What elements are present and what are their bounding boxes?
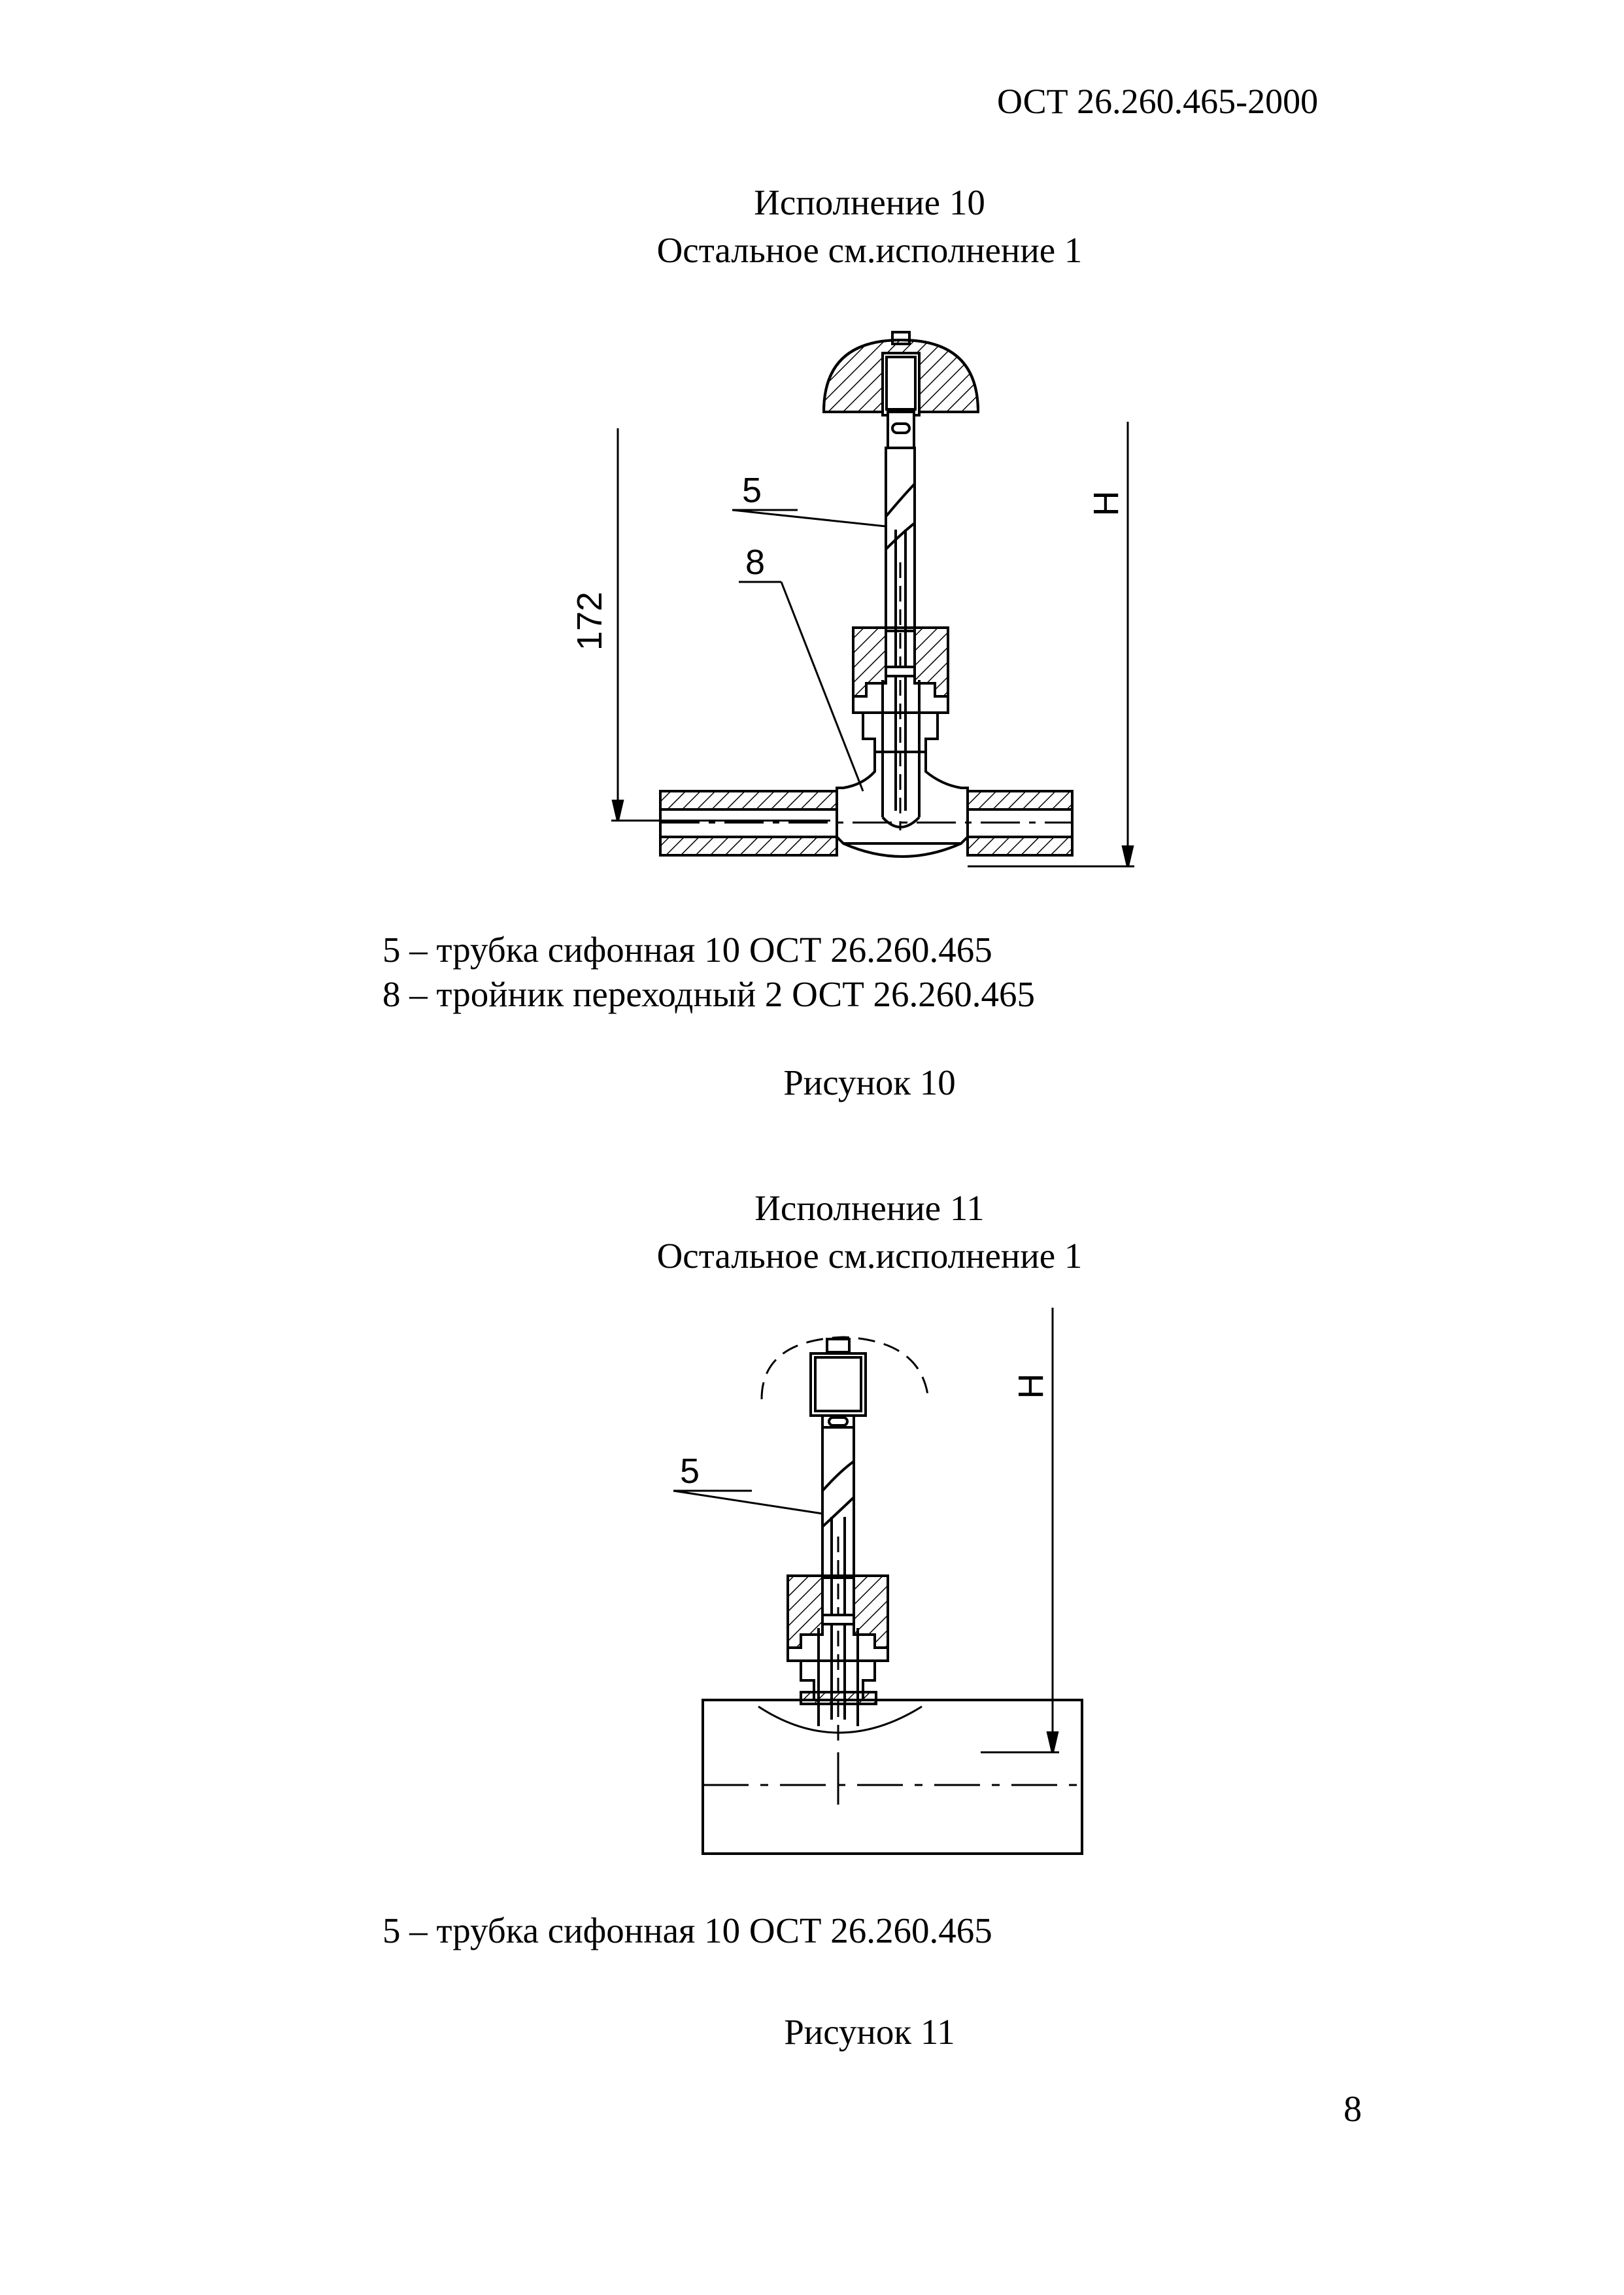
legend-item-8-fig10: 8 – тройник переходный 2 ОСТ 26.260.465: [382, 974, 1036, 1014]
callout-8-fig10: 8: [745, 543, 765, 582]
section-subtitle-10: Остальное см.исполнение 1: [656, 230, 1083, 270]
legend-item-5-fig10: 5 – трубка сифонная 10 ОСТ 26.260.465: [382, 930, 992, 970]
callout-5-fig11: 5: [680, 1452, 700, 1491]
section-title-10: Исполнение 10: [754, 182, 985, 222]
dimension-172: 172: [570, 592, 609, 651]
legend-item-5-fig11: 5 – трубка сифонная 10 ОСТ 26.260.465: [382, 1911, 992, 1950]
section-title-11: Исполнение 11: [754, 1188, 985, 1228]
figure-10-drawing: 5 8 172 H: [570, 331, 1134, 868]
document-code: ОСТ 26.260.465-2000: [997, 82, 1319, 121]
section-subtitle-11: Остальное см.исполнение 1: [656, 1236, 1083, 1276]
dimension-h-fig10: H: [1087, 491, 1126, 517]
figure-caption-11: Рисунок 11: [784, 2012, 955, 2052]
figure-11-drawing: 5 H: [673, 1308, 1083, 1855]
dimension-h-fig11: H: [1011, 1374, 1051, 1399]
callout-5-fig10: 5: [742, 471, 762, 510]
figure-caption-10: Рисунок 10: [783, 1062, 956, 1102]
page-number: 8: [1344, 2089, 1362, 2130]
